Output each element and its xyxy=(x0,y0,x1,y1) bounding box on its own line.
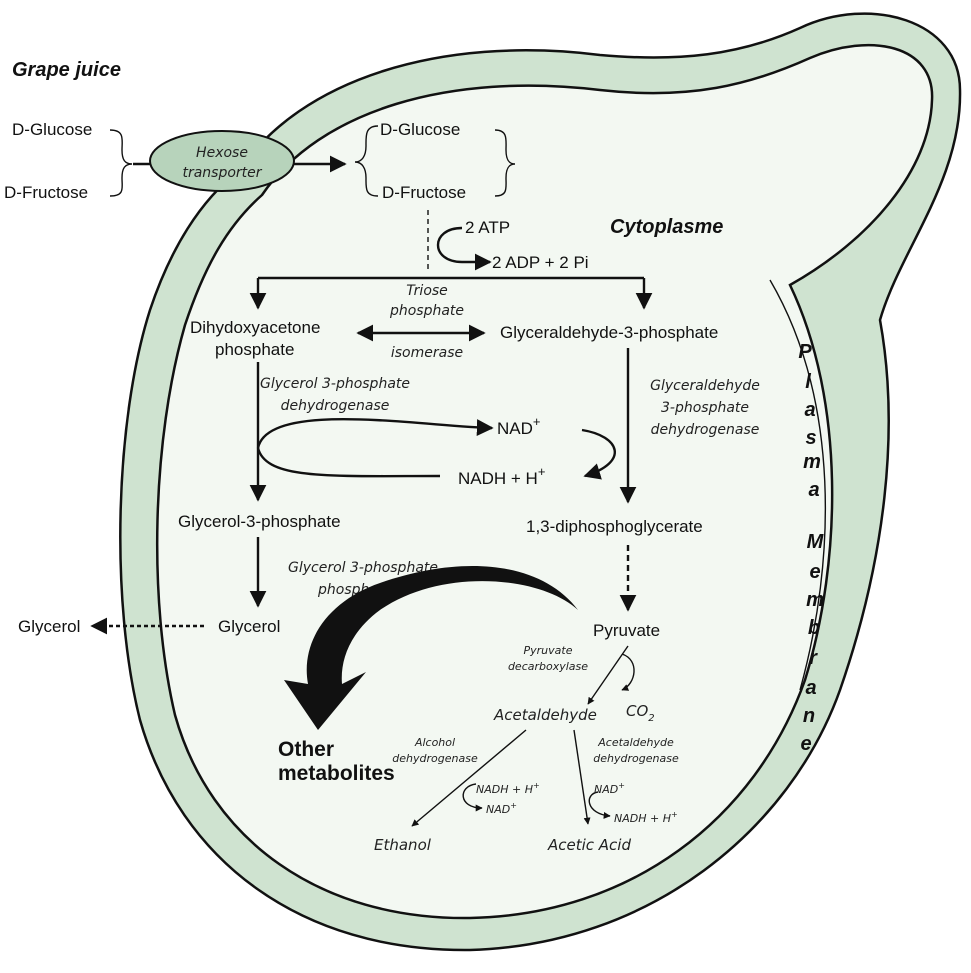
membrane-letter: b xyxy=(808,617,820,639)
membrane-letter: e xyxy=(800,733,811,755)
membrane-letter: m xyxy=(806,589,824,611)
tpi-label-3: isomerase xyxy=(391,345,463,361)
membrane-letter: a xyxy=(808,479,819,501)
bpg-label: 1,3-diphosphoglycerate xyxy=(526,517,703,536)
acetic-acid-label: Acetic Acid xyxy=(547,836,631,854)
dhap-label-2: phosphate xyxy=(215,340,294,359)
outside-fructose: D-Fructose xyxy=(4,183,88,202)
adp-label: 2 ADP + 2 Pi xyxy=(492,253,589,272)
other-label-2: metabolites xyxy=(278,762,395,785)
pyruvate-label: Pyruvate xyxy=(593,621,660,640)
hexose-transporter[interactable] xyxy=(150,131,294,191)
outside-glucose: D-Glucose xyxy=(12,120,92,139)
atp-label: 2 ATP xyxy=(465,218,510,237)
transporter-label-1: Hexose xyxy=(196,145,248,161)
tpi-label-2: phosphate xyxy=(389,303,464,319)
gpd-label-1: Glycerol 3-phosphate xyxy=(260,376,410,392)
membrane-letter: s xyxy=(805,427,816,449)
pdc-label-1: Pyruvate xyxy=(524,644,573,657)
grape-juice-label: Grape juice xyxy=(12,59,121,81)
gapdh-label-1: Glyceraldehyde xyxy=(650,378,760,394)
ald-nadh-label: NADH + H+ xyxy=(614,810,678,825)
membrane-letter: n xyxy=(803,705,815,727)
ald-label-2: dehydrogenase xyxy=(593,752,679,765)
adh-label-1: Alcohol xyxy=(414,736,455,749)
gapdh-label-3: dehydrogenase xyxy=(651,422,760,438)
ald-label-1: Acetaldehyde xyxy=(597,736,674,749)
transporter-label-2: transporter xyxy=(182,165,262,181)
membrane-letter: r xyxy=(809,647,818,669)
gpd-label-2: dehydrogenase xyxy=(281,398,390,414)
membrane-letter: e xyxy=(809,561,820,583)
membrane-letter: P xyxy=(798,341,812,363)
membrane-letter: l xyxy=(805,371,811,393)
glycerol3p-label: Glycerol-3-phosphate xyxy=(178,512,341,531)
glycerol-out-label: Glycerol xyxy=(18,617,80,636)
membrane-letter: M xyxy=(807,531,825,553)
membrane-letter: a xyxy=(805,677,816,699)
acetaldehyde-label: Acetaldehyde xyxy=(493,706,597,724)
glycerol-inside-label: Glycerol xyxy=(218,617,280,636)
adh-nadh-label: NADH + H+ xyxy=(476,781,540,796)
gapdh-label-2: 3-phosphate xyxy=(661,400,749,416)
membrane-letter: m xyxy=(803,451,821,473)
ethanol-label: Ethanol xyxy=(374,836,432,854)
dhap-label-1: Dihydoxyacetone xyxy=(190,318,320,337)
adh-label-2: dehydrogenase xyxy=(392,752,478,765)
outside-brace xyxy=(110,130,132,196)
inside-fructose: D-Fructose xyxy=(382,183,466,202)
cytoplasme-label: Cytoplasme xyxy=(610,216,723,238)
pdc-label-2: decarboxylase xyxy=(508,660,588,673)
tpi-label-1: Triose xyxy=(406,283,448,299)
membrane-letter: a xyxy=(804,399,815,421)
g3p-label: Glyceraldehyde-3-phosphate xyxy=(500,323,718,342)
inside-glucose: D-Glucose xyxy=(380,120,460,139)
other-label-1: Other xyxy=(278,738,334,761)
